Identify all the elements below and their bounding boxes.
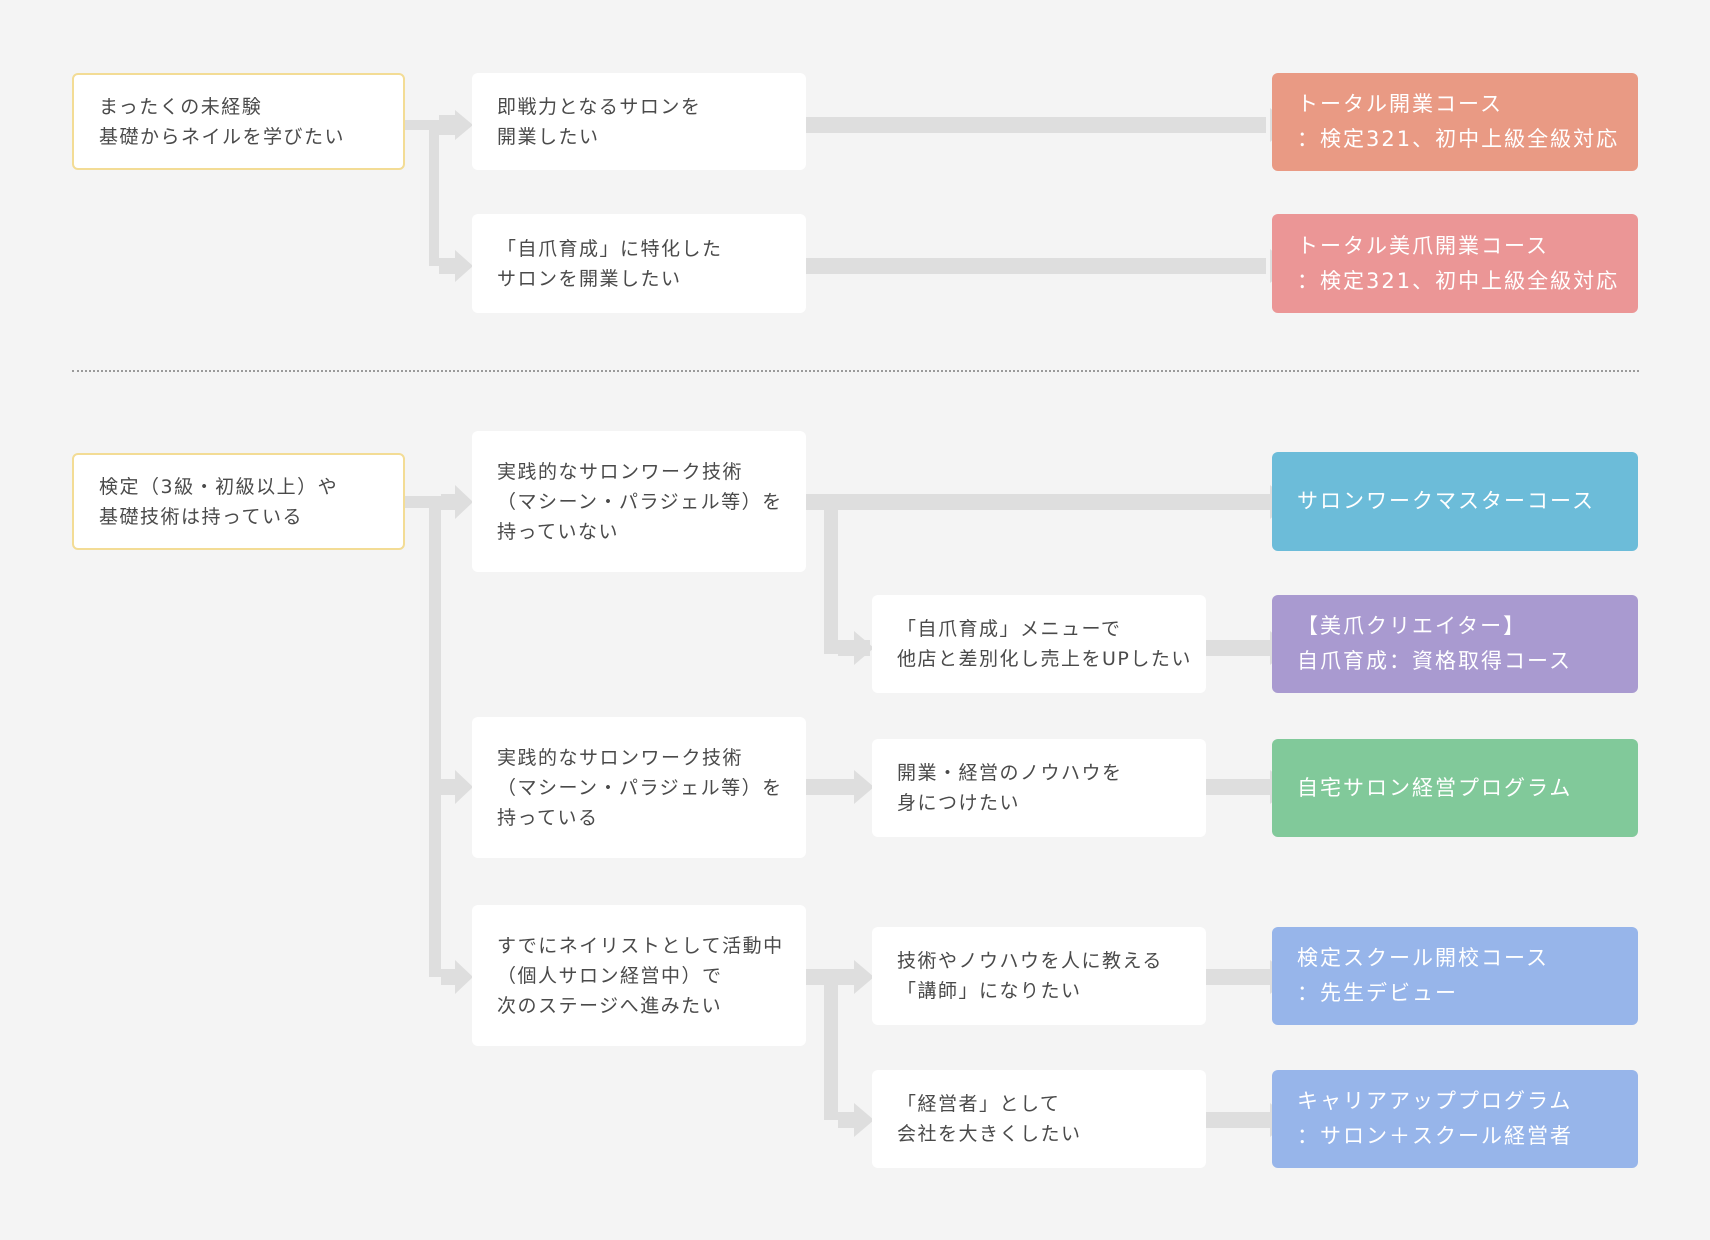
condition-experienced: 検定（3級・初級以上）や 基礎技術は持っている (72, 453, 405, 550)
arrowhead-jizume-menu (854, 631, 874, 665)
arrowhead-manager (854, 1103, 874, 1137)
connector-jizume-salon-to-bizume (806, 258, 1266, 274)
step-jizume-salon: 「自爪育成」に特化した サロンを開業したい (472, 214, 806, 313)
connector-to-jizume-salon (439, 258, 455, 274)
connector-teacher-to-school (1206, 969, 1270, 985)
connector-has-skill-to-knowhow (806, 779, 856, 795)
course-total-bizume[interactable]: トータル美爪開業コース ：検定321、初中上級全級対応 (1272, 214, 1638, 313)
connector-jizume-menu-to-creator (1206, 640, 1270, 656)
connector-knowhow-to-home (1206, 779, 1270, 795)
connector-trunk-experienced (429, 496, 441, 977)
condition-beginner: まったくの未経験 基礎からネイルを学びたい (72, 73, 405, 170)
step-has-skill: 実践的なサロンワーク技術 （マシーン・パラジェル等）を 持っている (472, 717, 806, 858)
step-manager: 「経営者」として 会社を大きくしたい (872, 1070, 1206, 1168)
step-knowhow: 開業・経営のノウハウを 身につけたい (872, 739, 1206, 837)
step-active: すでにネイリストとして活動中 （個人サロン経営中）で 次のステージへ進みたい (472, 905, 806, 1046)
arrowhead-no-skill (455, 485, 473, 519)
step-jizume-menu: 「自爪育成」メニューで 他店と差別化し売上をUPしたい (872, 595, 1206, 693)
course-home-salon[interactable]: 自宅サロン経営プログラム (1272, 739, 1638, 837)
course-school-opening[interactable]: 検定スクール開校コース ：先生デビュー (1272, 927, 1638, 1025)
step-open-salon: 即戦力となるサロンを 開業したい (472, 73, 806, 170)
arrowhead-active (455, 960, 473, 994)
course-bizume-creator[interactable]: 【美爪クリエイター】 自爪育成：資格取得コース (1272, 595, 1638, 693)
arrowhead-jizume-salon (455, 250, 473, 282)
connector-manager-to-career (1206, 1112, 1270, 1128)
connector-to-open-salon (439, 115, 455, 135)
connector-beginner-out (405, 120, 429, 130)
connector-trunk-beginner (429, 120, 439, 266)
section-divider (72, 370, 1639, 372)
connector-open-salon-to-total (806, 117, 1266, 133)
arrowhead-has-skill (455, 770, 473, 804)
step-no-skill: 実践的なサロンワーク技術 （マシーン・パラジェル等）を 持っていない (472, 431, 806, 572)
connector-no-skill-branch (824, 510, 838, 654)
course-career-up[interactable]: キャリアアッププログラム ：サロン＋スクール経営者 (1272, 1070, 1638, 1168)
step-teacher: 技術やノウハウを人に教える 「講師」になりたい (872, 927, 1206, 1025)
course-salonwork-master[interactable]: サロンワークマスターコース (1272, 452, 1638, 551)
course-total[interactable]: トータル開業コース ：検定321、初中上級全級対応 (1272, 73, 1638, 171)
connector-no-skill-to-salonwork (806, 494, 1270, 510)
arrowhead-open-salon (455, 110, 473, 140)
connector-active-branch (824, 985, 838, 1120)
connector-experienced-out (405, 496, 429, 508)
connector-active-out (806, 969, 856, 985)
